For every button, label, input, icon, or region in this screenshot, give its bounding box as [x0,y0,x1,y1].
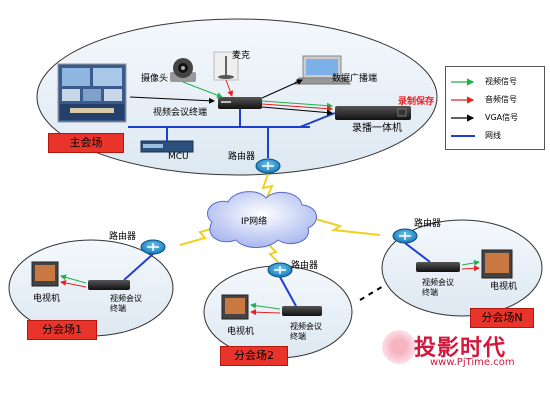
branch-2-box: 分会场2 [220,346,288,366]
codec-device-icon [218,97,262,109]
recorder-label: 录播一体机 [352,123,402,134]
legend-item-cable: 网线 [451,131,541,141]
legend: 视频信号 音频信号 VGA信号 网线 [445,66,545,150]
router-main-icon [255,158,281,174]
tv-branch-2-icon [221,294,249,320]
watermark-logo-icon [382,330,416,364]
terminal-branch-1-label: 视频会议终端 [110,294,142,313]
router-main-label: 路由器 [228,152,256,162]
tv-branch-2-label: 电视机 [227,327,255,337]
router-branch-n-icon [392,228,418,244]
watermark-url: www.PjTime.com [430,357,515,368]
legend-swatch-video [451,77,475,86]
router-branch-1-label: 路由器 [109,232,137,242]
camera-label: 摄像头 [141,74,169,84]
router-branch-2-label: 路由器 [291,261,319,271]
branch-n-area [381,219,543,317]
laptop-icon [292,55,352,85]
wan-link-branch-2 [267,243,279,263]
camera-icon [170,58,196,82]
legend-swatch-vga [451,113,475,122]
terminal-branch-2-icon [282,306,322,316]
terminal-branch-n-icon [416,262,460,272]
codec-label: 视频会议终端 [153,108,208,118]
branch-n-box: 分会场N [470,308,534,328]
legend-item-audio: 音频信号 [451,95,541,105]
mcu-label: MCU [168,152,189,162]
legend-swatch-cable [451,134,475,137]
router-branch-n-label: 路由器 [414,219,442,229]
mcu-device-icon [140,140,194,153]
tv-branch-1-icon [31,261,59,287]
legend-swatch-audio [451,95,475,104]
branch-1-box: 分会场1 [27,320,97,340]
wan-link-branch-n [311,217,381,236]
microphone-icon [213,51,239,81]
cloud-label: IP网络 [241,217,268,227]
recorder-device-icon [335,106,411,120]
router-branch-2-icon [267,262,293,278]
watermark-title: 投影时代 [414,336,507,361]
router-branch-1-icon [140,239,166,255]
tv-branch-1-label: 电视机 [33,294,61,304]
terminal-branch-n-label: 视频会议终端 [422,278,454,297]
tv-branch-n-icon [481,249,513,279]
tv-branch-n-label: 电视机 [490,282,518,292]
mic-label: 麦克 [232,51,251,61]
main-site-box: 主会场 [48,133,124,153]
record-save-label: 录制保存 [398,97,435,107]
ellipsis-dashes [359,284,386,301]
wan-link-main [261,173,274,201]
legend-item-video: 视频信号 [451,77,541,87]
terminal-branch-1-icon [88,280,130,290]
conference-room-image [57,63,127,123]
broadcast-label: 数据广播端 [332,74,378,84]
legend-item-vga: VGA信号 [451,113,541,123]
terminal-branch-2-label: 视频会议终端 [290,322,322,341]
ip-network-cloud [206,191,317,248]
